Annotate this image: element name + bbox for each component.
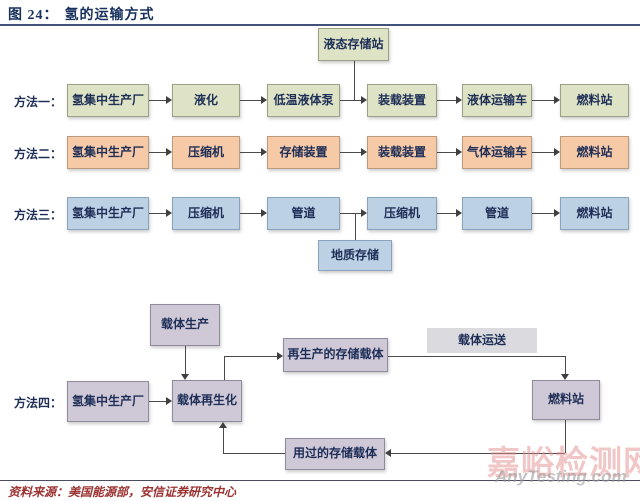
arrow-head-up (219, 422, 227, 428)
arrow-head-right (554, 148, 560, 156)
arrow-head-right (277, 352, 283, 360)
arrow-head-right (361, 209, 367, 217)
arrow-head-right (166, 209, 172, 217)
arrow-head-right (456, 209, 462, 217)
figure-title-text: 氢的运输方式 (64, 8, 155, 23)
connector-line (149, 100, 166, 101)
node-m3-hydrogen-plant: 氢集中生产厂 (67, 197, 149, 230)
node-m2-gas-truck: 气体运输车 (462, 136, 532, 169)
arrow-head-right (261, 209, 267, 217)
connector-line (240, 213, 261, 214)
connector-line (340, 213, 361, 214)
connector-line (532, 152, 554, 153)
node-m4-used-carrier: 用过的存储载体 (285, 438, 385, 470)
connector-line (391, 453, 565, 454)
arrow-head-right (166, 96, 172, 104)
node-m3-compressor-1: 压缩机 (172, 197, 240, 230)
arrow-head-right (261, 148, 267, 156)
connector-line (437, 152, 456, 153)
arrow-head-right (554, 96, 560, 104)
method2-label: 方法二： (14, 147, 63, 161)
connector-line (437, 100, 456, 101)
figure-number-label: 图 24： (8, 8, 59, 23)
connector-line (149, 401, 166, 402)
connector-line (565, 356, 566, 374)
node-m3-geological-storage: 地质存储 (318, 240, 392, 271)
footer-divider (0, 480, 640, 481)
connector-line (223, 428, 224, 453)
node-m2-loading-device: 装载装置 (367, 136, 437, 169)
node-m1-hydrogen-plant: 氢集中生产厂 (67, 84, 149, 117)
connector-line (185, 346, 186, 374)
arrow-head-right (166, 397, 172, 405)
connector-line (224, 356, 225, 380)
arrow-head-down (561, 374, 569, 380)
arrow-head-down (181, 374, 189, 380)
node-m4-fuel-station: 燃料站 (532, 380, 600, 420)
label-m4-carrier-transport: 载体运送 (427, 328, 537, 353)
arrow-head-right (456, 148, 462, 156)
connector-line (240, 152, 261, 153)
node-m3-pipeline-1: 管道 (267, 197, 340, 230)
node-m3-compressor-2: 压缩机 (367, 197, 437, 230)
arrow-head-left (385, 449, 391, 457)
connector-line (340, 152, 361, 153)
node-m3-fuel-station: 燃料站 (560, 197, 629, 230)
connector-line (388, 356, 565, 357)
node-m1-cryo-pump: 低温液体泵 (267, 84, 340, 117)
figure-title: 图 24： 氢的运输方式 (8, 4, 155, 24)
connector-line (223, 453, 285, 454)
source-note: 资料来源：美国能源部，安信证券研究中心 (8, 485, 237, 499)
method1-label: 方法一： (14, 95, 63, 109)
connector-line (355, 213, 356, 240)
node-m4-carrier-regeneration: 载体再生化 (172, 380, 242, 422)
watermark-cn: 嘉峪检测网 (487, 444, 640, 481)
connector-line (240, 100, 261, 101)
arrow-head-right (361, 96, 367, 104)
title-divider (0, 24, 640, 26)
node-m4-regenerated-carrier: 再生产的存储载体 (283, 338, 388, 372)
node-m1-fuel-station: 燃料站 (560, 84, 629, 117)
method4-label: 方法四： (14, 396, 63, 410)
node-m1-liquid-truck: 液体运输车 (462, 84, 532, 117)
connector-line (149, 213, 166, 214)
arrow-head-right (166, 148, 172, 156)
method3-label: 方法三： (14, 208, 63, 222)
node-m2-storage-device: 存储装置 (267, 136, 340, 169)
node-m2-hydrogen-plant: 氢集中生产厂 (67, 136, 149, 169)
connector-line (354, 61, 355, 100)
arrow-head-right (456, 96, 462, 104)
arrow-head-right (261, 96, 267, 104)
connector-line (437, 213, 456, 214)
connector-line (532, 213, 554, 214)
watermark-en: AnyTesting.com (495, 467, 627, 486)
node-m2-fuel-station: 燃料站 (560, 136, 629, 169)
node-m1-loading-device: 装载装置 (367, 84, 437, 117)
node-m3-pipeline-2: 管道 (462, 197, 532, 230)
connector-line (532, 100, 554, 101)
arrow-head-right (554, 209, 560, 217)
connector-line (340, 100, 361, 101)
node-m4-carrier-production: 载体生产 (150, 304, 220, 346)
connector-line (565, 420, 566, 453)
connector-line (149, 152, 166, 153)
arrow-head-right (361, 148, 367, 156)
node-m2-compressor: 压缩机 (172, 136, 240, 169)
node-m1-liquid-storage-station: 液态存储站 (318, 28, 389, 61)
node-m4-hydrogen-plant: 氢集中生产厂 (67, 381, 149, 422)
node-m1-liquefaction: 液化 (172, 84, 240, 117)
connector-line (224, 356, 277, 357)
